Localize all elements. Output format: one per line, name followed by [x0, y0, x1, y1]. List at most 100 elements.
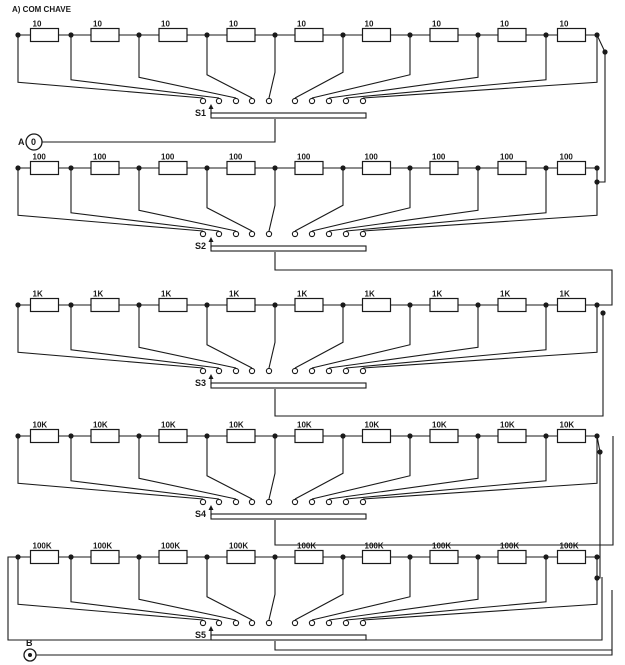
resistor [90, 549, 120, 565]
switch-tap-wire [138, 35, 237, 99]
link-wire [274, 436, 614, 546]
switch-tap-wire [311, 436, 411, 500]
resistor-value-label: 1K [229, 290, 239, 299]
switch-contact [199, 230, 207, 238]
switch-contact [248, 498, 256, 506]
terminal-b-label: B [26, 638, 33, 648]
switch-contact [308, 230, 316, 238]
switch-tap-wire [70, 168, 220, 232]
switch-label: S5 [195, 630, 206, 640]
node-dot [597, 449, 603, 455]
switch-contact [359, 498, 367, 506]
switch-contact [265, 619, 273, 627]
switch-tap-wire [362, 168, 598, 232]
switch-contact [232, 619, 240, 627]
switch-tap-wire [206, 305, 253, 369]
switch-tap-wire [345, 436, 547, 500]
resistor [361, 27, 392, 43]
terminals: 0AB [18, 133, 43, 662]
switch-tap-wire [328, 35, 479, 99]
switch-contact [342, 97, 350, 105]
resistor [497, 297, 527, 313]
switch-contact [199, 97, 207, 105]
resistor-value-label: 1K [161, 290, 171, 299]
switch-contact [308, 367, 316, 375]
resistor-value-label: 100K [500, 542, 519, 551]
switch-shaft [210, 245, 367, 252]
resistor-value-label: 100 [365, 153, 379, 162]
resistor-value-label: 100K [365, 542, 384, 551]
resistor [497, 549, 527, 565]
switch-contact [232, 230, 240, 238]
terminal-a-wire [42, 119, 276, 143]
switch-label: S1 [195, 108, 206, 118]
resistor-value-label: 10K [500, 421, 515, 430]
switch-contact [248, 230, 256, 238]
switch-contact [199, 498, 207, 506]
switch-tap-wire [311, 557, 411, 621]
switch-contact [291, 619, 299, 627]
resistor [556, 160, 587, 176]
switch-shaft [210, 382, 367, 389]
resistor [158, 549, 188, 565]
resistor-value-label: 1K [297, 290, 307, 299]
link-wire [274, 252, 613, 306]
switch-tap-wire [345, 305, 547, 369]
switch-contact [248, 367, 256, 375]
resistor-value-label: 10 [229, 20, 238, 29]
switch-contact [265, 367, 273, 375]
resistor-value-label: 10K [560, 421, 575, 430]
switch-contact [291, 498, 299, 506]
resistor-value-label: 1K [432, 290, 442, 299]
wiper-arrow-icon [208, 374, 214, 379]
switch-tap-wire [362, 35, 598, 99]
switch-tap-wire [294, 35, 344, 99]
resistor [361, 160, 392, 176]
resistor-value-label: 10K [161, 421, 176, 430]
switch-tap-wire [206, 168, 253, 232]
resistor-value-label: 1K [93, 290, 103, 299]
switch-contact [325, 367, 333, 375]
switch-tap-wire [138, 557, 237, 621]
switch-tap-wire [311, 305, 411, 369]
switch-contact [291, 230, 299, 238]
switch-tap-wire [70, 436, 220, 500]
resistor-value-label: 100K [93, 542, 112, 551]
terminal-a-inner: 0 [31, 137, 36, 147]
resistor-value-label: 10K [93, 421, 108, 430]
resistor-value-label: 10K [365, 421, 380, 430]
switch-tap-wire [17, 305, 204, 369]
resistor-value-label: 100 [560, 153, 574, 162]
switch-label: S4 [195, 509, 206, 519]
resistor-value-label: 100 [500, 153, 514, 162]
resistor-value-label: 10K [229, 421, 244, 430]
resistor-value-label: 10 [33, 20, 42, 29]
resistor-value-label: 1K [365, 290, 375, 299]
resistor [226, 27, 256, 43]
switch-contact [342, 619, 350, 627]
switch-tap-wire [138, 436, 237, 500]
switch-tap-wire [362, 436, 598, 500]
resistor-value-label: 1K [560, 290, 570, 299]
resistor [497, 160, 527, 176]
switch-contact [325, 619, 333, 627]
resistor [158, 160, 188, 176]
switch-tap-wire [206, 35, 253, 99]
resistor-value-label: 10K [33, 421, 48, 430]
diagram-title: A) COM CHAVE [12, 5, 72, 14]
resistor [29, 27, 60, 43]
switch-tap-wire [311, 168, 411, 232]
switch-contact [232, 498, 240, 506]
switch-contact [232, 97, 240, 105]
switch-contact [308, 619, 316, 627]
resistor [29, 549, 60, 565]
switch-tap-wire [328, 305, 479, 369]
switch-tap-wire [294, 305, 344, 369]
switch-tap-wire [345, 168, 547, 232]
resistor [90, 297, 120, 313]
switch-contact [265, 498, 273, 506]
